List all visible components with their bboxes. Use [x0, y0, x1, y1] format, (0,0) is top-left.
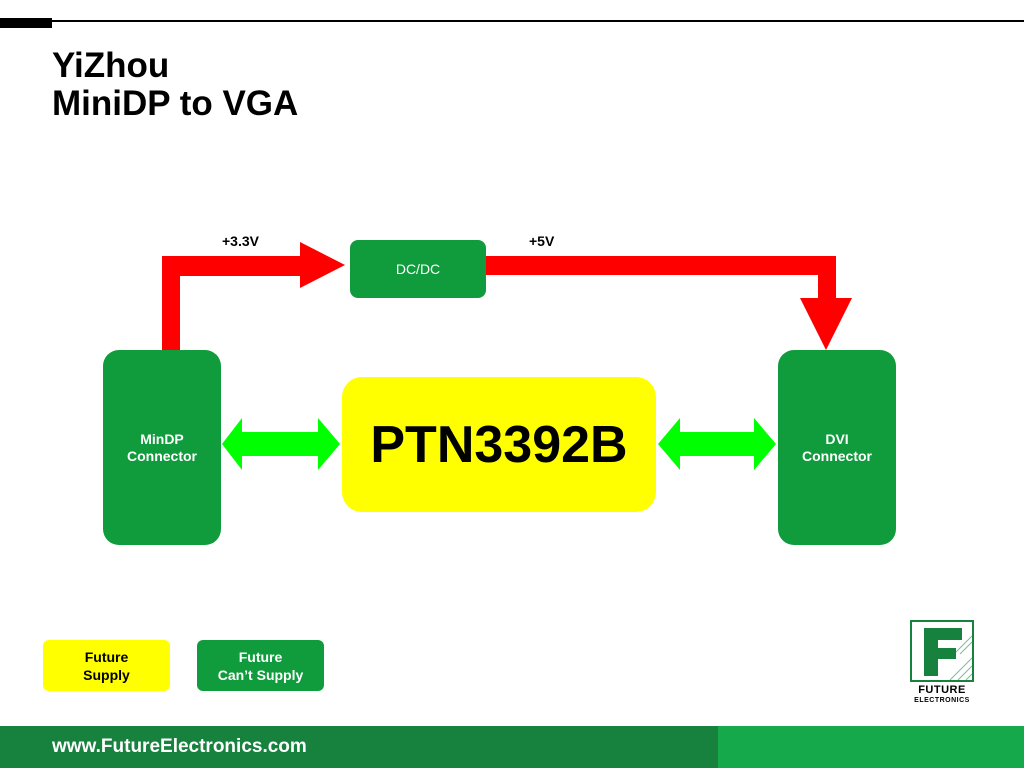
power-in-arrow — [162, 242, 345, 350]
footer-bar: www.FutureElectronics.com — [0, 726, 718, 768]
top-tab-marker — [0, 18, 52, 28]
top-rule — [0, 20, 1024, 22]
legend-supply-line-2: Supply — [83, 666, 130, 683]
minidp-label-line-2: Connector — [127, 447, 197, 464]
minidp-label-line-1: MinDP — [140, 430, 184, 447]
legend-cant-line-1: Future — [238, 648, 283, 665]
logo-wordmark-line-1: FUTURE — [918, 684, 966, 696]
title-line-2: MiniDP to VGA — [52, 84, 299, 123]
voltage-label-3v3: +3.3V — [222, 233, 259, 249]
future-electronics-logo: FUTURE ELECTRONICS — [910, 620, 974, 708]
logo-f-mark-icon — [910, 620, 974, 682]
data-link-arrow-left — [222, 418, 340, 470]
footer-accent — [718, 726, 1024, 768]
power-out-arrow — [486, 256, 852, 350]
ptn3392b-chip-block: PTN3392B — [342, 377, 656, 512]
dvi-label-line-1: DVI — [825, 430, 849, 447]
title-line-1: YiZhou — [52, 46, 170, 85]
legend-future-cant-supply: Future Can’t Supply — [197, 640, 324, 691]
footer-url: www.FutureElectronics.com — [52, 736, 307, 757]
dcdc-block: DC/DC — [350, 240, 486, 298]
legend-future-supply: Future Supply — [43, 640, 170, 691]
dvi-connector-block: DVI Connector — [778, 350, 896, 545]
slide-title: YiZhou MiniDP to VGA — [52, 47, 298, 123]
dvi-label-line-2: Connector — [802, 447, 872, 464]
voltage-label-5v: +5V — [529, 233, 555, 249]
minidp-connector-block: MinDP Connector — [103, 350, 221, 545]
legend-supply-line-1: Future — [84, 648, 129, 665]
logo-wordmark-line-2: ELECTRONICS — [914, 697, 970, 704]
data-link-arrow-right — [658, 418, 776, 470]
chip-label: PTN3392B — [370, 415, 628, 474]
dcdc-label: DC/DC — [395, 261, 441, 277]
legend-cant-line-2: Can’t Supply — [217, 666, 304, 683]
